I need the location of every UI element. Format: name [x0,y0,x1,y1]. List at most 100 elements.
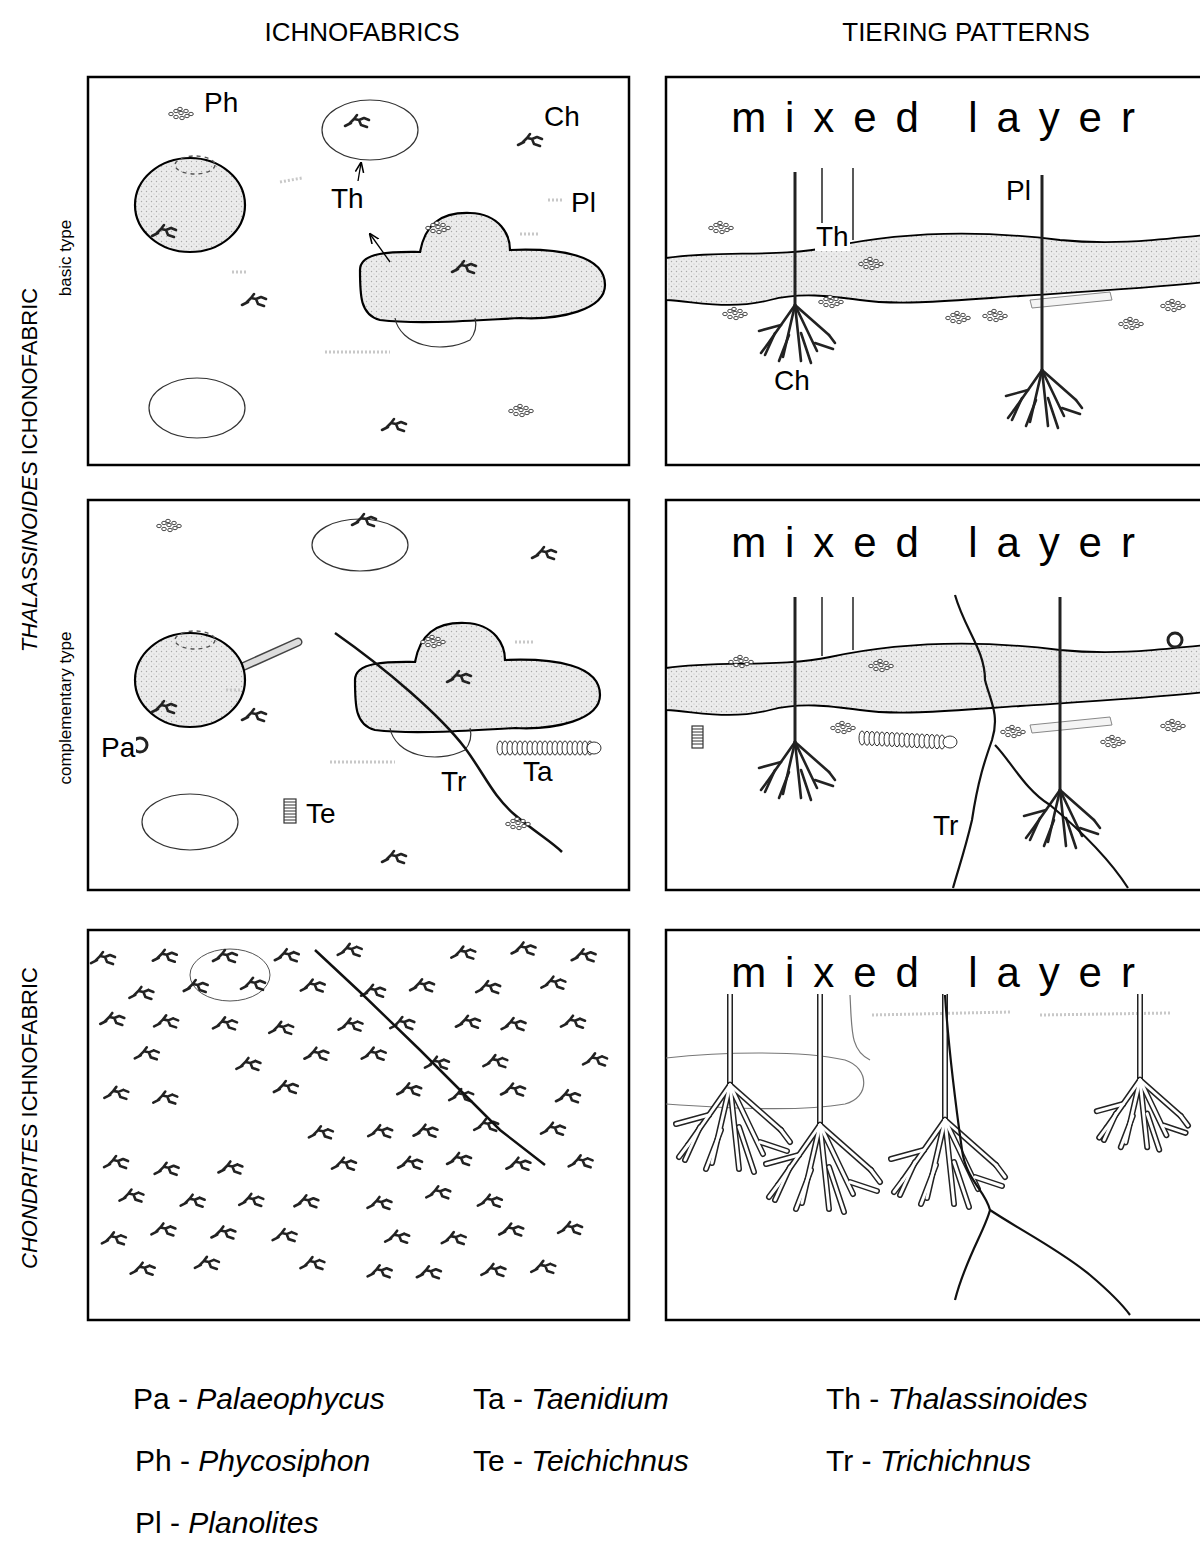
trichichnus-trace [995,745,1128,888]
chondrites-trace [119,1190,143,1202]
chondrites-trace [181,1195,205,1207]
phycosiphon-trace [1001,725,1026,737]
chondrites-burrow [1181,1116,1188,1126]
chondrites-trace [531,1261,555,1273]
chondrites-burrow [1094,820,1100,828]
panel-region: mixed layerTr [666,500,1200,890]
chondrites-burrow [796,1170,811,1209]
tiering-chondrites [666,992,1188,1315]
column-heading: ICHNOFABRICS [264,18,459,47]
burrow-tube [240,642,298,668]
legend-entry: Tr - Trichichnus [826,1444,1031,1477]
chondrites-trace [269,1022,293,1034]
legend-entry: Te - Teichichnus [473,1444,689,1477]
legend-entry: Pl - Planolites [135,1506,318,1539]
chondrites-burrow [1076,400,1082,408]
chondrites-trace [382,419,406,431]
chondrites-trace [398,1157,422,1169]
burrow-outline [666,1053,864,1109]
trichichnus-trace [953,595,995,888]
chondrites-burrow [850,1182,877,1191]
chondrites-burrow [679,1145,688,1157]
chondrites-burrow [1140,1080,1181,1116]
chondrites-burrow [779,772,789,798]
burrow-outline [390,728,471,757]
thalassinoides-burrow [135,633,245,727]
teichichnus-lamina [692,741,703,742]
chondrites-trace [506,1158,530,1170]
chondrites-trace [102,1232,126,1244]
panel-frame [666,930,1200,1320]
planolites-trace [226,689,240,692]
chondrites-burrow [760,1142,787,1151]
teichichnus-lamina [692,738,703,739]
chondrites-trace [417,1266,441,1278]
panel-region: PhThChPl [88,77,629,465]
chondrites-burrow [769,1185,778,1197]
phycosiphon-trace [421,635,446,647]
trace-fossil-label: Tr [932,812,959,840]
trace-fossil-label: Ta [522,758,554,786]
chondrites-burrow [829,1167,844,1212]
planolites-trace [515,641,535,644]
panel-frame [88,500,629,890]
trace-fossil-label: Pl [1005,177,1032,205]
trace-fossil-label: Ch [543,103,581,131]
ichnofabric-chondrites [91,942,607,1278]
chondrites-trace [153,1092,177,1104]
chondrites-trace [413,1125,437,1137]
chondrites-burrow [829,772,835,780]
chondrites-burrow [1062,408,1080,414]
chondrites-burrow [1042,370,1076,400]
chondrites-trace [583,1053,607,1065]
chondrites-trace [512,942,536,954]
layer-label: mixed layer [712,522,1154,564]
chondrites-burrow [1181,1116,1188,1126]
chondrites-trace [275,949,299,961]
chondrites-trace [410,979,434,991]
chondrites-trace [152,225,176,237]
panel-region: PaTrTaTe [88,500,629,890]
phycosiphon-trace [1161,719,1186,731]
chondrites-trace [561,1016,585,1028]
teichichnus-lamina [284,817,296,818]
planolites-trace [1040,1013,1170,1015]
chondrites-trace [382,851,406,863]
row-sublabel: basic type [57,220,76,297]
phycosiphon-trace [819,295,844,307]
chondrites-trace [501,1084,525,1096]
phycosiphon-trace [1161,299,1186,311]
chondrites-trace [518,134,542,146]
chondrites-trace [236,1058,260,1070]
burrow-outline [149,378,245,438]
chondrites-trace [195,1257,219,1269]
chondrites-trace [91,952,115,964]
burrow-shaft [821,597,823,656]
teichichnus-lamina [692,732,703,733]
chondrites-burrow [775,1167,790,1200]
teichichnus-lamina [692,744,703,745]
chondrites-trace [242,294,266,306]
chondrites-burrow [815,343,833,349]
chondrites-trace [242,709,266,721]
chondrites-burrow [779,335,789,361]
chondrites-trace [211,1226,235,1238]
chondrites-burrow [801,770,811,800]
phycosiphon-trace [506,817,531,829]
chondrites-trace [339,1019,363,1031]
chondrites-trace [541,977,565,989]
chondrites-burrow [795,742,829,772]
chondrites-burrow [1026,400,1036,426]
chondrites-burrow [1164,1126,1186,1133]
chondrites-trace [476,981,500,993]
chondrites-burrow [894,1180,903,1192]
planolites-burrow [1030,717,1112,733]
chondrites-burrow [730,1085,763,1154]
trace-fossil-label: Pa [100,734,136,762]
chondrites-trace [426,1186,450,1198]
teichichnus-lamina [284,814,296,815]
ichnofabric-complementary [133,514,601,863]
chondrites-trace [352,514,376,526]
chondrites-burrow [676,1115,709,1124]
chondrites-burrow [820,1125,871,1170]
